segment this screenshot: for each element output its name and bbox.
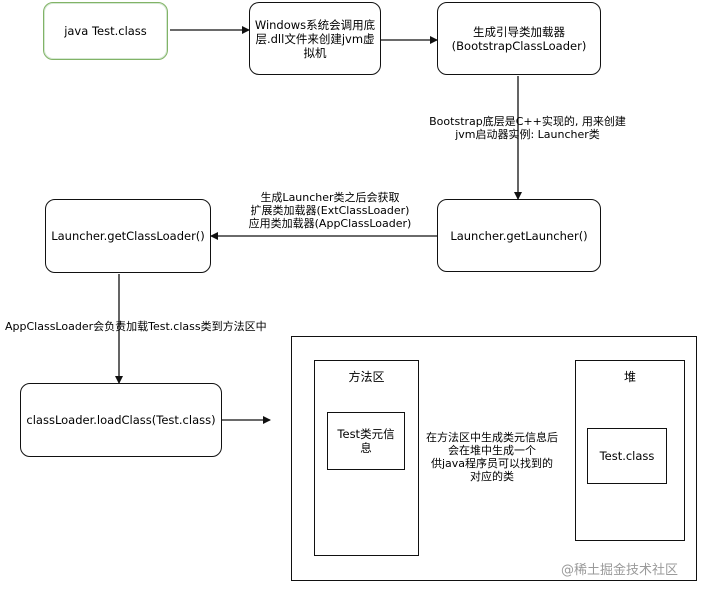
load-class-node: classLoader.loadClass(Test.class) — [20, 383, 222, 457]
watermark: @稀土掘金技术社区 — [561, 563, 679, 578]
start-node: java Test.class — [43, 2, 168, 60]
test-class-node: Test.class — [587, 428, 667, 484]
get-launcher-node: Launcher.getLauncher() — [437, 199, 601, 272]
heap-title: 堆 — [623, 370, 636, 384]
launcher-note: 生成Launcher类之后会获取 扩展类加载器(ExtClassLoader) … — [248, 191, 412, 230]
get-classloader-node: Launcher.getClassLoader() — [45, 199, 211, 273]
class-meta-node: Test类元信息 — [327, 412, 405, 470]
method-area-title: 方法区 — [348, 370, 385, 384]
meta-to-heap-note: 在方法区中生成类元信息后 会在堆中生成一个 供java程序员可以找到的 对应的类 — [426, 431, 558, 483]
bootstrap-classloader-node: 生成引导类加载器 (BootstrapClassLoader) — [437, 2, 601, 75]
bootstrap-note: Bootstrap底层是C++实现的, 用来创建 jvm启动器实例: Launc… — [429, 115, 626, 141]
windows-dll-node: Windows系统会调用底层.dll文件来创建jvm虚拟机 — [249, 2, 381, 75]
app-classloader-note: AppClassLoader会负责加载Test.class类到方法区中 — [5, 320, 267, 333]
